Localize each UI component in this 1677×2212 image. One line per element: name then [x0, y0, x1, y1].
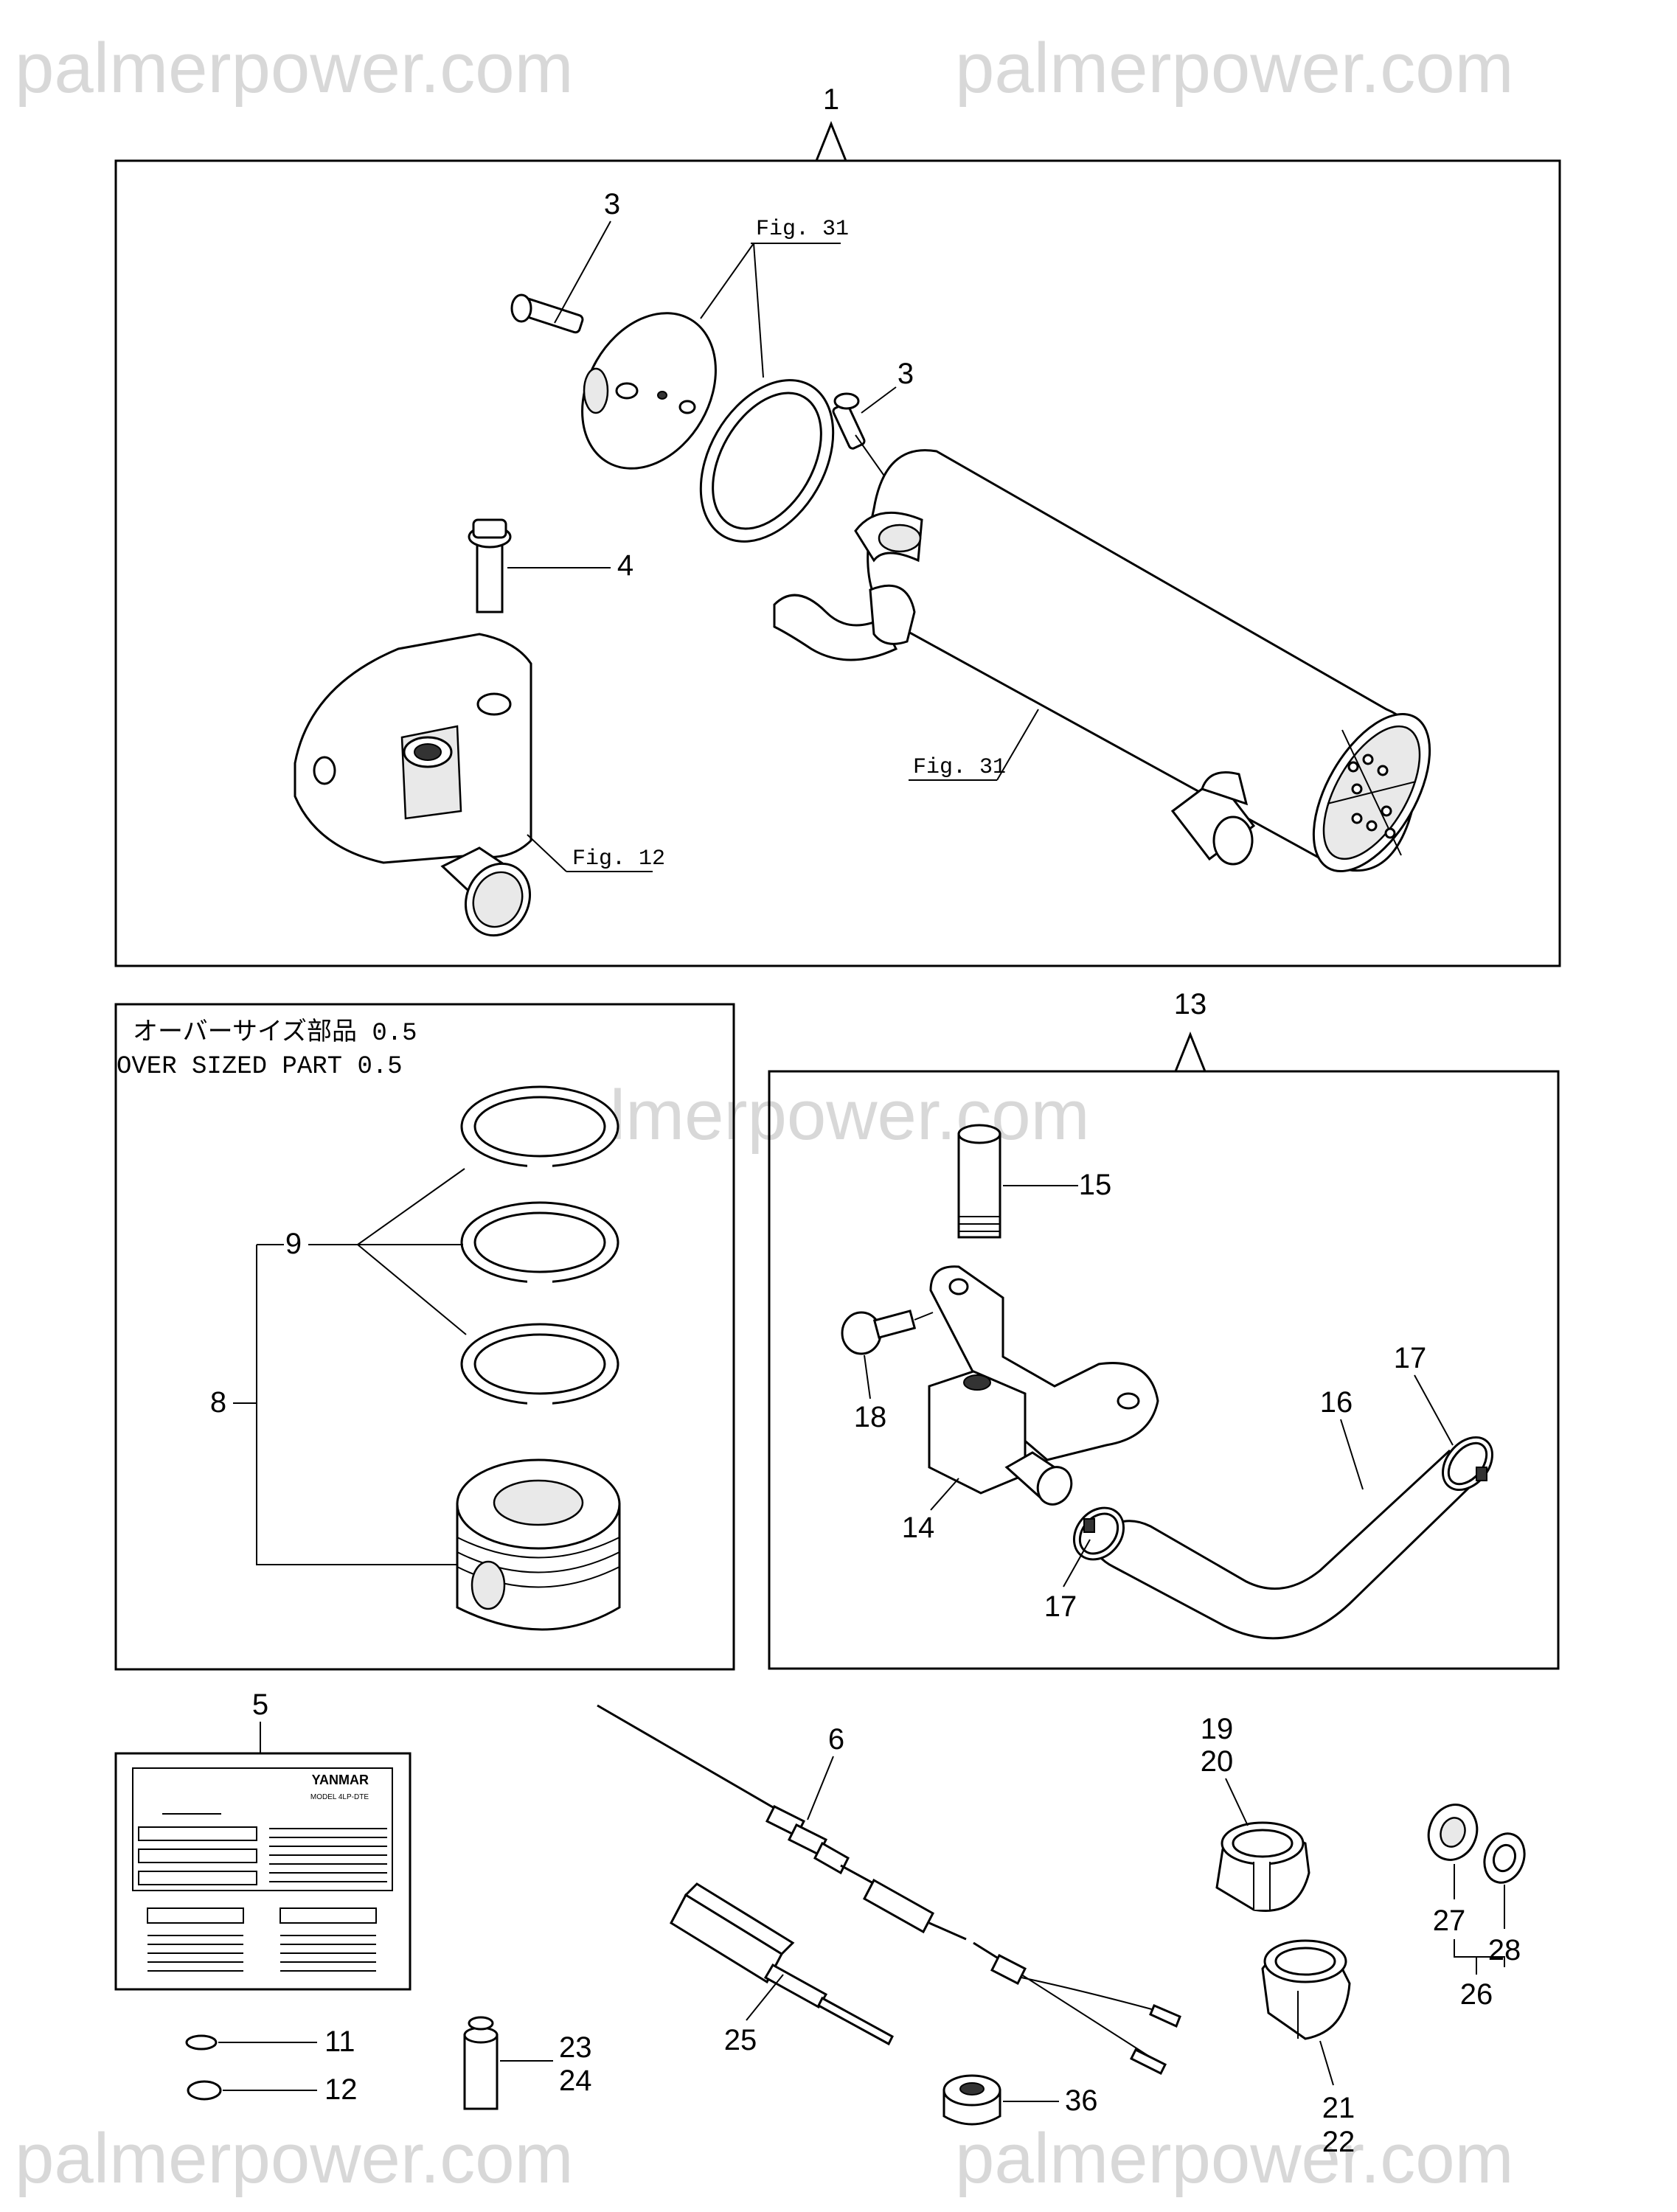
leader-17-bottom	[1063, 1539, 1091, 1587]
name-plate-brand: YANMAR	[312, 1773, 369, 1787]
callout-23: 23	[559, 2031, 592, 2064]
leader-26-bracket	[1454, 1939, 1505, 1975]
callout-11: 11	[324, 2025, 355, 2058]
assembly-1-group: 1 3 Fig. 31	[114, 83, 1561, 967]
callout-36: 36	[1065, 2084, 1098, 2117]
hose-clamp-17-top	[1442, 1436, 1493, 1492]
callout-20: 20	[1201, 1745, 1234, 1778]
leader-fig12	[527, 834, 567, 872]
washer-28	[1483, 1832, 1526, 1884]
bearing-19-20	[1215, 1821, 1310, 1912]
o-ring-11	[185, 2034, 218, 2051]
callout-22: 22	[1322, 2126, 1355, 2158]
callout-27: 27	[1433, 1905, 1466, 1937]
leader-6	[807, 1756, 834, 1820]
leader-9-ring-bottom	[357, 1244, 467, 1335]
callout-4: 4	[617, 549, 633, 582]
callout-21: 21	[1322, 2092, 1355, 2124]
callout-14: 14	[902, 1512, 935, 1544]
washer-27	[1427, 1804, 1479, 1861]
assembly-13-group: 13 15 18 14	[768, 988, 1560, 1670]
callout-12: 12	[324, 2073, 358, 2106]
piston	[456, 1458, 621, 1631]
piston-ring-bottom	[460, 1323, 619, 1405]
watermark-top-left: palmerpower.com	[15, 29, 574, 108]
callout-16: 16	[1320, 1386, 1353, 1419]
bolt-4	[468, 518, 512, 613]
o-ring-12	[187, 2080, 222, 2101]
leader-18	[864, 1354, 871, 1399]
oversize-header-en: OVER SIZED PART 0.5	[117, 1053, 403, 1081]
callout-6: 6	[828, 1723, 844, 1756]
spacer-23-24	[463, 2016, 499, 2110]
callout-15: 15	[1079, 1169, 1112, 1201]
leader-8	[233, 1244, 457, 1565]
hose-16	[1093, 1441, 1485, 1640]
callout-17-top: 17	[1394, 1342, 1427, 1374]
leader-fig31-cover	[700, 243, 754, 319]
leader-fig31-body	[996, 709, 1039, 781]
fig-ref-12: Fig. 12	[572, 846, 665, 872]
sleeve-15	[957, 1124, 1001, 1239]
piston-ring-middle	[460, 1201, 619, 1284]
oversize-parts-group: オーバーサイズ部品 0.5 OVER SIZED PART 0.5 9	[114, 1003, 735, 1671]
callout-1-bracket	[815, 120, 847, 161]
callout-26: 26	[1460, 1978, 1493, 2011]
oversize-header-jp: オーバーサイズ部品 0.5	[133, 1018, 417, 1048]
leader-19-20	[1225, 1778, 1249, 1826]
leader-16	[1340, 1419, 1364, 1490]
leader-14	[930, 1478, 959, 1511]
bearing-21-22	[1261, 1939, 1351, 2040]
callout-18: 18	[854, 1401, 887, 1433]
callout-8: 8	[210, 1386, 226, 1419]
cooler-gasket	[699, 379, 835, 543]
callout-5: 5	[252, 1688, 268, 1721]
callout-13-bracket	[1174, 1031, 1206, 1072]
nut-36	[942, 2074, 1001, 2126]
leader-21-22	[1319, 2040, 1334, 2086]
leader-3-upper	[554, 220, 611, 324]
watermark-top-right: palmerpower.com	[955, 29, 1514, 108]
name-plate-5: 5 YANMAR MODEL 4LP-DTE	[114, 1688, 412, 1991]
fig-ref-31-bottom: Fig. 31	[913, 755, 1006, 780]
callout-24: 24	[559, 2065, 592, 2097]
cooler-end-cover	[581, 312, 717, 470]
leader-3-right	[861, 386, 897, 414]
callout-3-right: 3	[897, 358, 914, 390]
leader-17-top	[1414, 1374, 1454, 1446]
callout-25: 25	[724, 2024, 757, 2056]
oil-cooler-body	[773, 449, 1431, 873]
leader-25	[746, 1974, 784, 2021]
sensor-25	[670, 1882, 894, 2046]
sensor-cable-6	[597, 1704, 1181, 2076]
leader-9-ring-top	[357, 1168, 465, 1245]
assembly-1-frame	[114, 159, 1561, 967]
leader-18-to-bracket	[914, 1312, 934, 1321]
callout-19: 19	[1201, 1713, 1234, 1745]
piston-ring-top	[460, 1085, 619, 1168]
name-plate-model: MODEL 4LP-DTE	[310, 1793, 369, 1801]
callout-9: 9	[285, 1228, 302, 1260]
callout-3-upper: 3	[604, 188, 620, 220]
oversize-frame	[114, 1003, 735, 1671]
callout-1: 1	[823, 83, 839, 116]
watermark-bottom-left: palmerpower.com	[15, 2119, 574, 2198]
bolt-18	[841, 1310, 917, 1355]
bracket-14	[928, 1265, 1159, 1506]
leader-fig31-gasket	[753, 243, 764, 378]
fig-ref-31-top: Fig. 31	[756, 217, 849, 242]
bolt-3-upper	[510, 293, 584, 334]
watermark-bottom-right: palmerpower.com	[955, 2119, 1514, 2198]
callout-17-bottom: 17	[1044, 1590, 1077, 1623]
callout-13: 13	[1174, 988, 1207, 1020]
oil-filter-housing	[294, 633, 532, 937]
assembly-13-frame	[768, 1070, 1560, 1670]
